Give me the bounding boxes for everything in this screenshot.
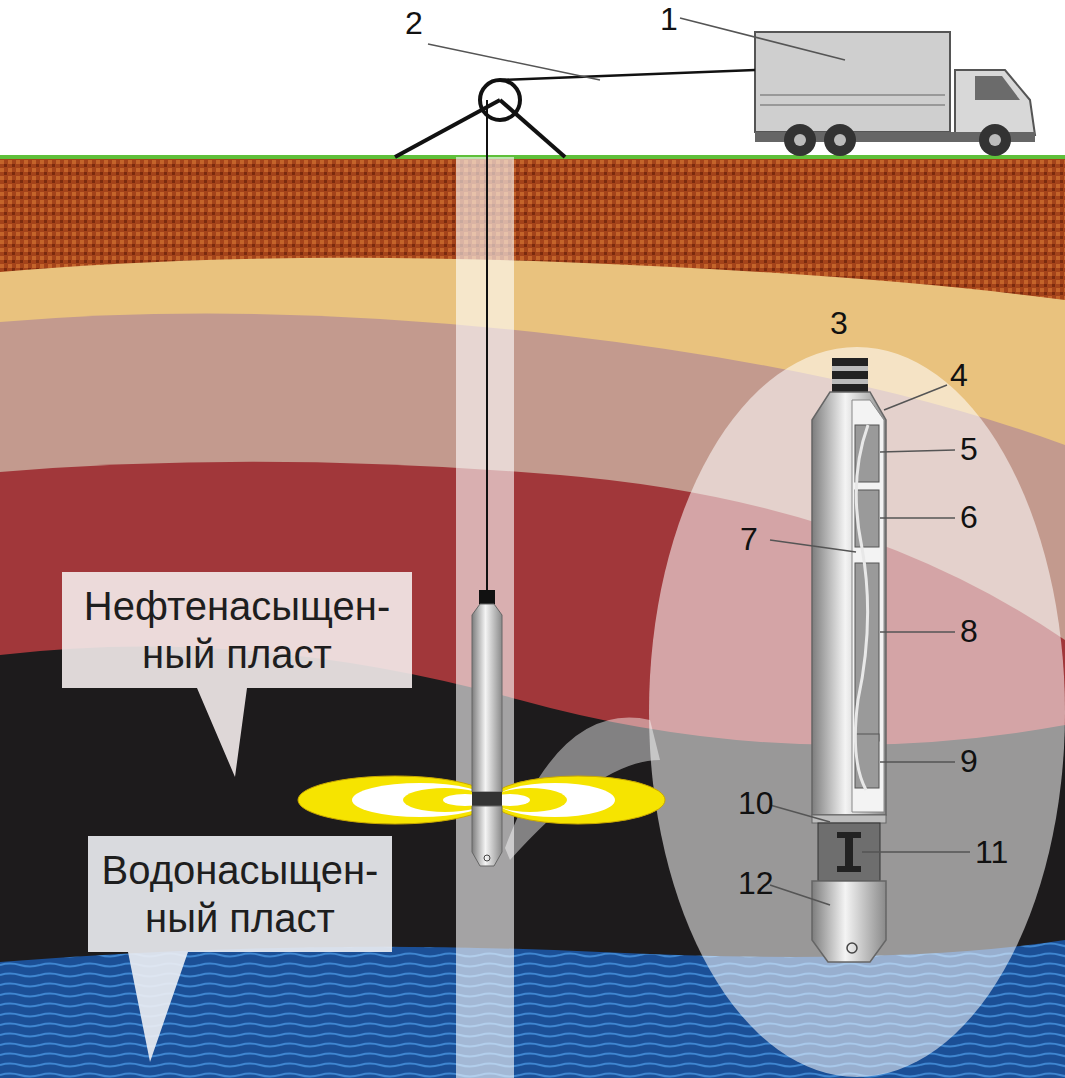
clay-layer: [0, 314, 1065, 1078]
callout-number: 10: [738, 786, 774, 820]
layer-label: Нефтенасыщен- ный пласт: [62, 572, 412, 688]
callout-number: 5: [960, 432, 978, 466]
callout-number: 2: [405, 6, 423, 40]
callout-number: 8: [960, 614, 978, 648]
small-probe: [472, 590, 502, 866]
ground-line: [0, 155, 1065, 159]
borehole: [456, 157, 514, 1078]
bubble-shape: [62, 572, 412, 777]
cable: [486, 100, 488, 590]
sand-layer: [0, 258, 1065, 1078]
zoom-ellipse: [649, 347, 1065, 1077]
leader-lines: [428, 18, 970, 905]
callout-number: 11: [975, 835, 1008, 869]
callout-number: 9: [960, 744, 978, 778]
tripod-leg: [500, 100, 565, 157]
cable: [500, 70, 755, 80]
big-probe: [812, 358, 886, 962]
callout-number: 1: [660, 2, 678, 36]
callout-number: 7: [740, 522, 758, 556]
topsoil: [0, 157, 1065, 1078]
bubble-shape: [88, 836, 392, 1062]
callout-number: 4: [950, 358, 968, 392]
callout-number: 6: [960, 500, 978, 534]
callout-bubble: Нефтенасыщен- ный пласт: [62, 572, 412, 688]
callout-number: 12: [738, 866, 774, 900]
layer-label: Водонасыщен- ный пласт: [88, 836, 392, 952]
callout-bubble: Водонасыщен- ный пласт: [88, 836, 392, 952]
callout-number: 3: [830, 306, 848, 340]
tripod-leg: [395, 100, 500, 157]
logging-truck: [755, 32, 1035, 156]
pulley: [480, 80, 520, 120]
